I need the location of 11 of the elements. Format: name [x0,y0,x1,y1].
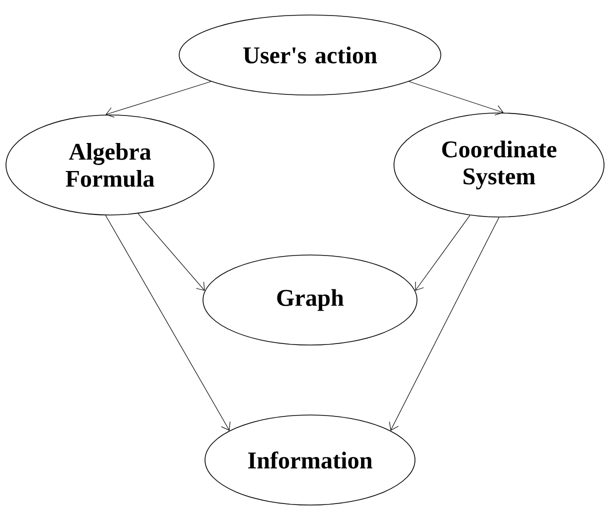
arrow [389,217,500,431]
arrow [105,215,230,431]
ellipse-node: Coordinate System [394,112,604,218]
arrow [106,81,212,118]
ellipse-node: Algebra Formula [6,114,214,216]
ellipse-node: User's action [178,14,442,96]
arrow [415,215,470,291]
arrow [138,213,205,291]
arrow [408,81,504,116]
ellipse-node: Graph [202,254,418,346]
ellipse-node: Information [204,414,416,506]
